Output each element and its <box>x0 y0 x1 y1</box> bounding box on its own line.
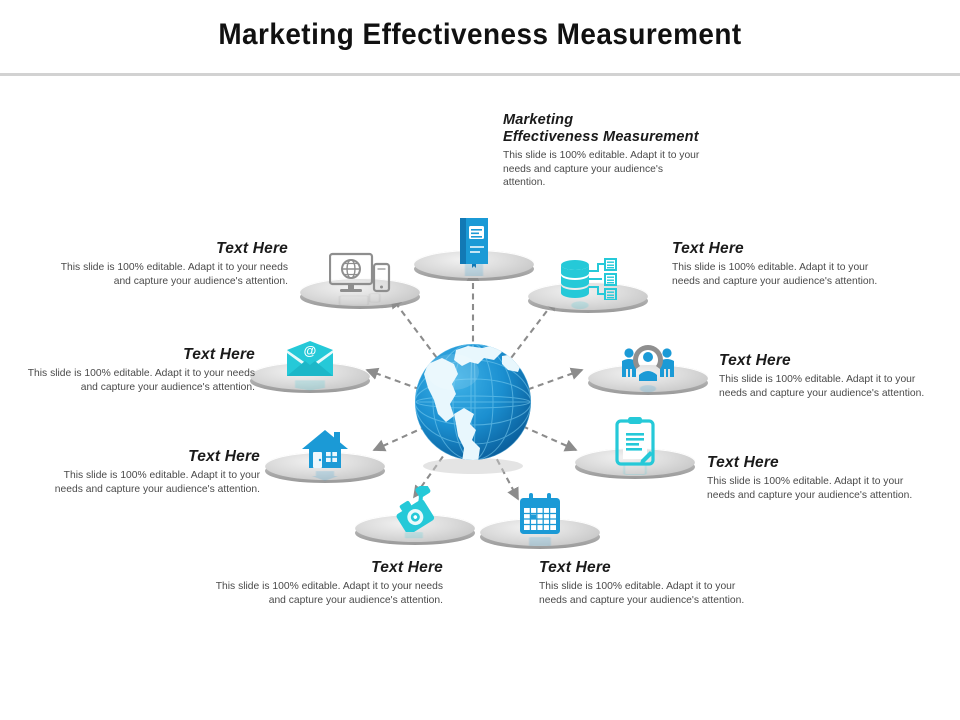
node-house[interactable] <box>265 416 385 494</box>
text-block-heading: Text Here <box>719 352 791 369</box>
svg-text:@: @ <box>304 343 317 358</box>
radial-diagram: @ <box>0 78 960 720</box>
text-block-mid-left-upper: Text Here This slide is 100% editable. A… <box>15 346 255 394</box>
clipboard-icon <box>615 417 655 466</box>
heading-line-1: Marketing <box>503 112 574 128</box>
text-block-heading: Text Here <box>672 240 744 257</box>
calendar-icon <box>520 493 560 534</box>
title-divider <box>0 73 960 76</box>
arrow-to-calendar <box>491 449 519 501</box>
text-block-body: This slide is 100% editable. Adapt it to… <box>719 374 925 399</box>
text-block-top-center: Marketing Effectiveness Measurement This… <box>503 112 761 190</box>
node-camera[interactable] <box>355 478 475 556</box>
text-block-top-right: Text Here This slide is 100% editable. A… <box>672 240 910 288</box>
text-block-heading: Text Here <box>539 559 611 576</box>
arrow-to-database <box>504 297 558 367</box>
text-block-bottom-right: Text Here This slide is 100% editable. A… <box>539 559 769 607</box>
pedestal-top <box>528 282 648 310</box>
text-block-heading: Text Here <box>216 240 288 257</box>
text-block-heading: Text Here <box>188 448 260 465</box>
camera-reflection <box>404 532 423 539</box>
page-title: Marketing Effectiveness Measurement <box>218 18 742 51</box>
text-block-bottom-left: Text Here This slide is 100% editable. A… <box>208 559 443 607</box>
text-block-body: This slide is 100% editable. Adapt it to… <box>27 368 255 393</box>
text-block-body: This slide is 100% editable. Adapt it to… <box>707 476 913 501</box>
node-target-audience[interactable] <box>588 328 708 406</box>
text-block-heading: Text Here <box>707 454 779 471</box>
globe-icon <box>415 344 531 474</box>
text-block-body: This slide is 100% editable. Adapt it to… <box>54 470 260 495</box>
heading-line-2: Effectiveness Measurement <box>503 129 699 145</box>
email-envelope-icon: @ <box>287 341 333 376</box>
target-audience-icon <box>622 345 674 381</box>
camera-icon <box>396 486 435 532</box>
monitor-reflection <box>338 293 381 306</box>
arrow-to-monitor <box>389 295 444 367</box>
node-database-server[interactable] <box>528 246 648 324</box>
text-block-mid-right-upper: Text Here This slide is 100% editable. A… <box>719 352 949 400</box>
text-block-heading: Text Here <box>183 346 255 363</box>
envelope-reflection <box>295 380 325 391</box>
node-email-envelope[interactable]: @ <box>250 326 370 404</box>
node-monitor-globe-mobile[interactable] <box>300 242 420 320</box>
text-block-body: This slide is 100% editable. Adapt it to… <box>672 262 878 287</box>
house-icon <box>302 430 348 468</box>
target-reflection <box>639 385 657 393</box>
book-icon <box>460 218 488 268</box>
text-block-heading: Marketing Effectiveness Measurement <box>503 112 761 146</box>
text-block-heading: Text Here <box>371 559 443 576</box>
text-block-top-left: Text Here This slide is 100% editable. A… <box>48 240 288 288</box>
calendar-reflection <box>529 537 551 546</box>
node-calendar[interactable] <box>480 482 600 560</box>
text-block-body: This slide is 100% editable. Adapt it to… <box>539 581 745 606</box>
text-block-body: This slide is 100% editable. Adapt it to… <box>215 581 443 606</box>
node-clipboard[interactable] <box>575 412 695 490</box>
text-block-mid-right-lower: Text Here This slide is 100% editable. A… <box>707 454 937 502</box>
text-block-mid-left-lower: Text Here This slide is 100% editable. A… <box>35 448 260 496</box>
house-reflection <box>311 471 339 481</box>
text-block-body: This slide is 100% editable. Adapt it to… <box>503 150 700 188</box>
database-server-icon <box>561 258 617 300</box>
database-reflection <box>571 301 589 310</box>
text-block-body: This slide is 100% editable. Adapt it to… <box>60 262 288 287</box>
node-book[interactable] <box>414 214 534 292</box>
monitor-globe-mobile-icon <box>329 252 391 293</box>
